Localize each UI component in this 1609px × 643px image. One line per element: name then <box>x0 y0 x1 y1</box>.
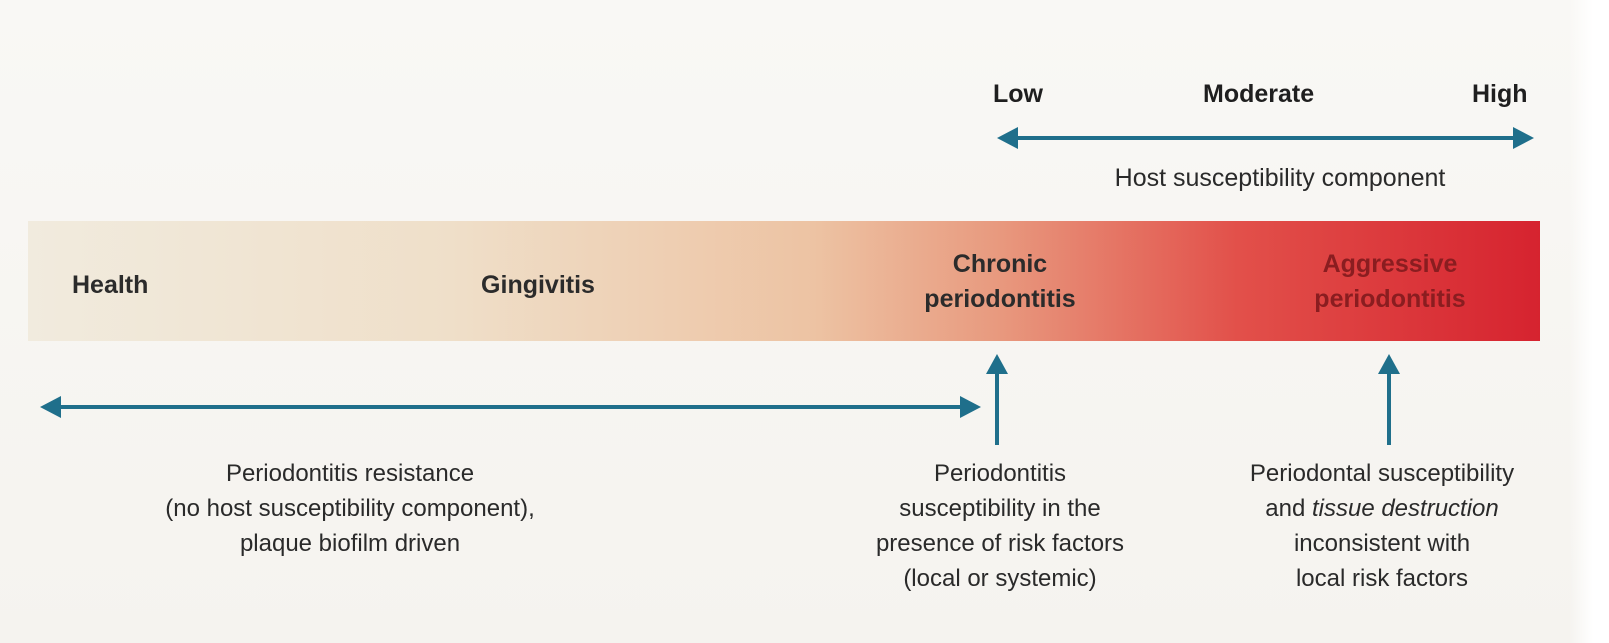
description-chronic-line3: presence of risk factors <box>875 530 1125 557</box>
description-aggressive-line4: local risk factors <box>1295 565 1469 592</box>
description-chronic-line2: susceptibility in the <box>899 495 1101 522</box>
aggressive-up-arrow <box>1378 354 1400 445</box>
scale-label-low: Low <box>993 80 1043 108</box>
description-resistance-line1: Periodontitis resistance <box>225 460 475 487</box>
page-edge-highlight <box>1569 0 1609 643</box>
chronic-up-arrow <box>986 354 1008 445</box>
scale-label-high: High <box>1472 80 1528 108</box>
description-aggressive: Periodontal susceptibility and tissue de… <box>1212 456 1552 596</box>
aggressive-arrow-head <box>1378 354 1400 374</box>
stage-chronic-line2: periodontitis <box>924 285 1076 313</box>
description-chronic-line4: (local or systemic) <box>903 565 1097 592</box>
host-susceptibility-arrow-right-head <box>1513 127 1534 149</box>
description-aggressive-line2-em: tissue destruction <box>1311 495 1499 522</box>
resistance-double-arrow <box>40 396 981 418</box>
description-resistance-line2: (no host susceptibility component), <box>165 495 535 522</box>
stage-aggressive-periodontitis: Aggressive periodontitis <box>1265 247 1515 317</box>
host-susceptibility-caption: Host susceptibility component <box>1114 164 1446 192</box>
stage-health: Health <box>72 271 149 299</box>
description-aggressive-line2-pre: and <box>1265 495 1312 522</box>
stage-gingivitis: Gingivitis <box>481 271 595 299</box>
stage-aggressive-line1: Aggressive <box>1322 250 1458 278</box>
disease-spectrum-band <box>28 221 1540 341</box>
description-resistance-line3: plaque biofilm driven <box>239 530 461 557</box>
stage-chronic-line1: Chronic <box>952 250 1048 278</box>
description-resistance: Periodontitis resistance (no host suscep… <box>90 456 610 561</box>
stage-chronic-periodontitis: Chronic periodontitis <box>880 247 1120 317</box>
description-aggressive-line1: Periodontal susceptibility <box>1249 460 1515 487</box>
description-chronic-line1: Periodontitis <box>933 460 1067 487</box>
description-aggressive-line3: inconsistent with <box>1293 530 1471 557</box>
resistance-arrow-left-head <box>40 396 61 418</box>
description-chronic: Periodontitis susceptibility in the pres… <box>835 456 1165 596</box>
stage-aggressive-line2: periodontitis <box>1314 285 1466 313</box>
description-aggressive-line2: and tissue destruction <box>1212 491 1552 526</box>
scale-label-moderate: Moderate <box>1203 80 1315 108</box>
host-susceptibility-double-arrow <box>997 127 1534 149</box>
chronic-arrow-head <box>986 354 1008 374</box>
resistance-arrow-right-head <box>960 396 981 418</box>
host-susceptibility-arrow-left-head <box>997 127 1018 149</box>
